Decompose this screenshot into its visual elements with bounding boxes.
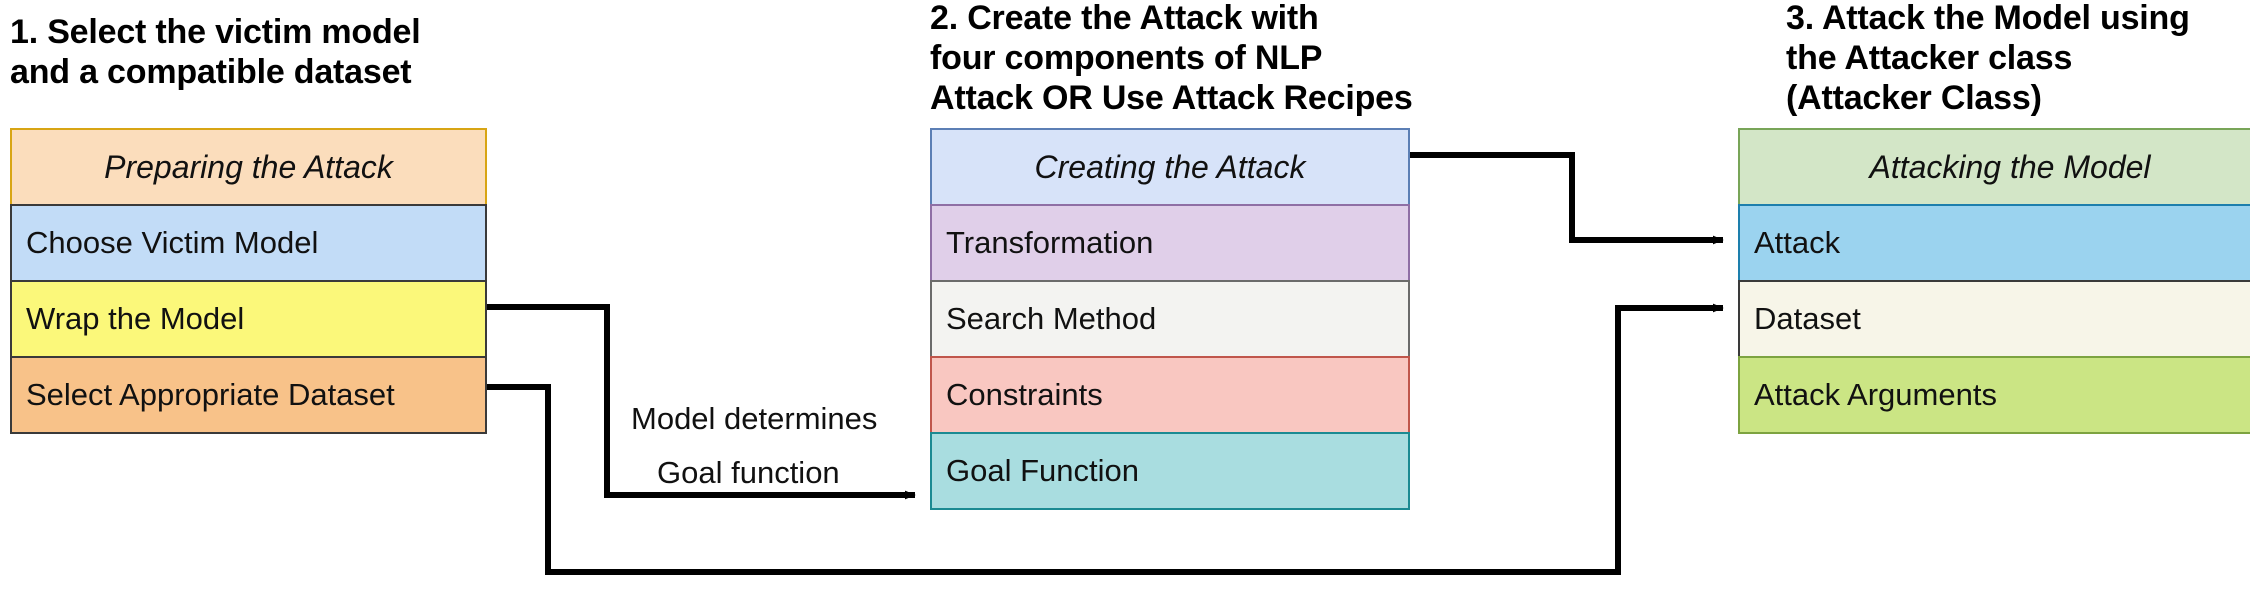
edge-label-goal-function: Goal function (657, 455, 840, 490)
box-choose-victim-model[interactable]: Choose Victim Model (10, 204, 487, 282)
group-preparing-the-attack: Preparing the Attack Choose Victim Model… (10, 128, 487, 434)
box-constraints[interactable]: Constraints (930, 356, 1410, 434)
box-search-method[interactable]: Search Method (930, 280, 1410, 358)
group-creating-the-attack: Creating the Attack Transformation Searc… (930, 128, 1410, 510)
section-heading-2: 2. Create the Attack with four component… (930, 0, 1413, 117)
group-title-creating-the-attack: Creating the Attack (930, 128, 1410, 206)
group-title-preparing-the-attack: Preparing the Attack (10, 128, 487, 206)
group-title-attacking-the-model: Attacking the Model (1738, 128, 2250, 206)
box-select-appropriate-dataset[interactable]: Select Appropriate Dataset (10, 356, 487, 434)
box-attack[interactable]: Attack (1738, 204, 2250, 282)
box-dataset[interactable]: Dataset (1738, 280, 2250, 358)
connector-creating-attack-to-attack (1410, 152, 1724, 245)
box-attack-arguments[interactable]: Attack Arguments (1738, 356, 2250, 434)
section-heading-3: 3. Attack the Model using the Attacker c… (1786, 0, 2190, 117)
section-heading-1: 1. Select the victim model and a compati… (10, 13, 421, 91)
group-attacking-the-model: Attacking the Model Attack Dataset Attac… (1738, 128, 2250, 434)
edge-label-model-determines: Model determines (631, 401, 878, 436)
box-goal-function[interactable]: Goal Function (930, 432, 1410, 510)
box-wrap-the-model[interactable]: Wrap the Model (10, 280, 487, 358)
box-transformation[interactable]: Transformation (930, 204, 1410, 282)
